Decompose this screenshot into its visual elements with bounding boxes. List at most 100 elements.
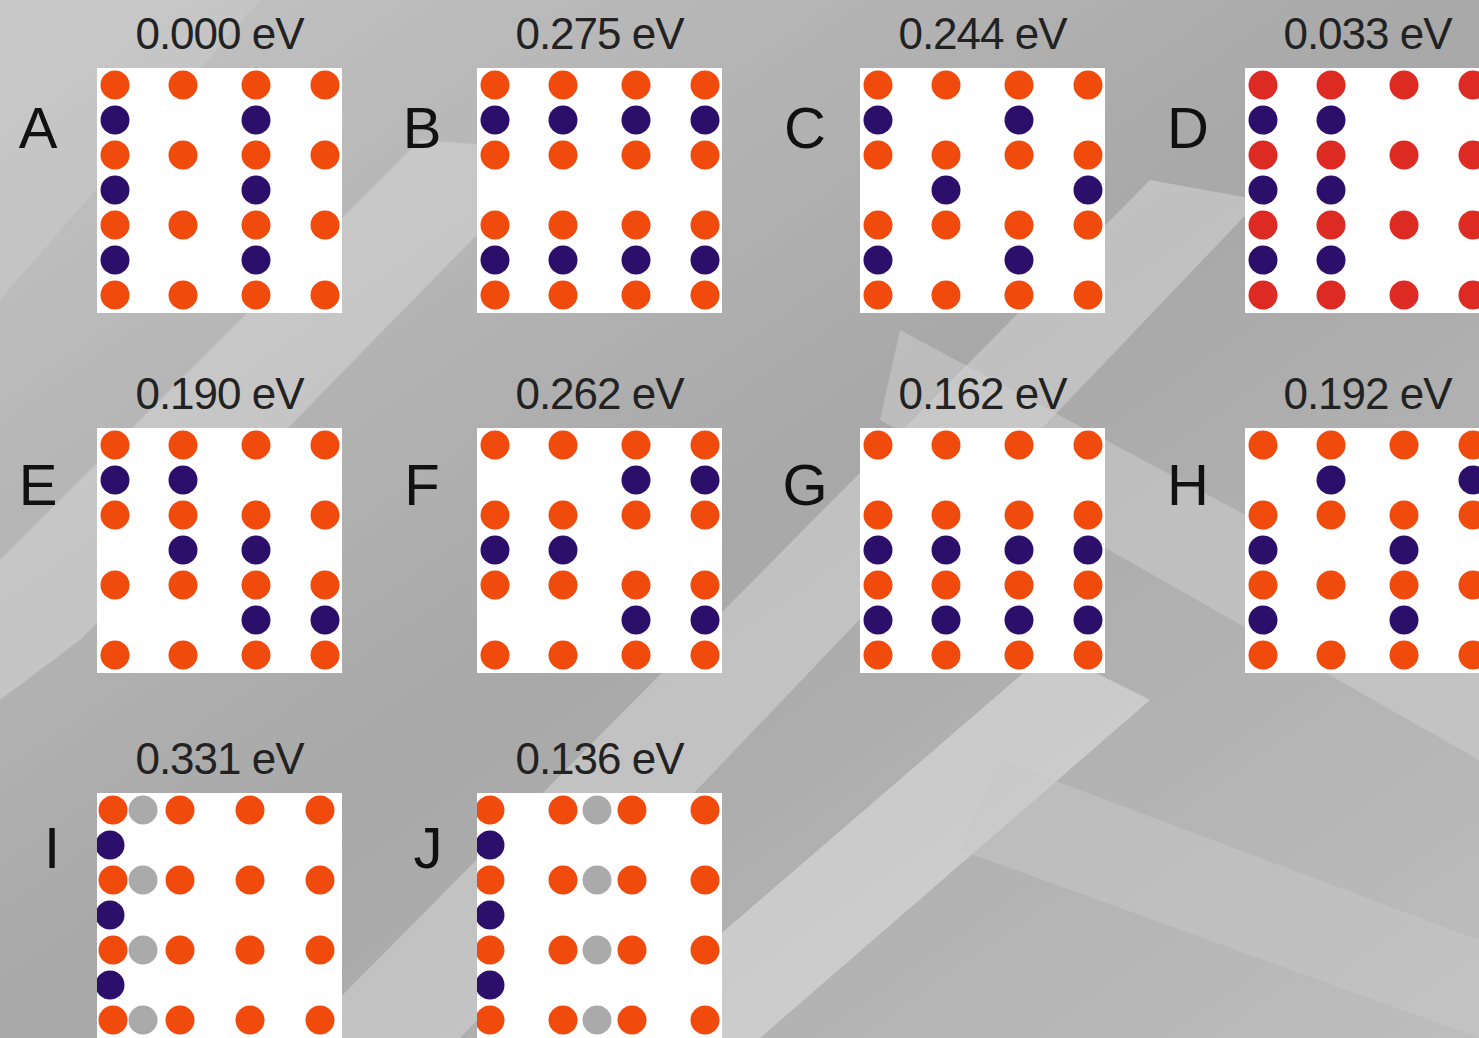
atom-dot [864,281,893,310]
atom-dot [622,106,651,135]
atom-dot [1459,571,1479,600]
atom-dot [1249,606,1278,635]
atom-dot [1005,536,1034,565]
energy-label: 0.162 eV [898,368,1066,420]
atom-dot [691,71,720,100]
atom-dot [1005,501,1034,530]
atom-dot [622,211,651,240]
atom-dot [242,141,271,170]
atom-dot [1249,246,1278,275]
atom-dot [932,176,961,205]
atom-dot [169,71,198,100]
atom-dot [242,281,271,310]
atom-dot [932,571,961,600]
atom-dot [477,971,505,1000]
atom-dot [691,571,720,600]
atom-dot [169,501,198,530]
atom-dot [622,466,651,495]
atom-dot [864,606,893,635]
atom-dot [1249,536,1278,565]
atom-dot [242,246,271,275]
atom-dot [1005,281,1034,310]
atom-dot [1317,176,1346,205]
atom-dot [1074,71,1103,100]
energy-label: 0.190 eV [135,368,303,420]
atom-dot [1074,501,1103,530]
atom-dot [477,831,505,860]
atom-dot [306,936,335,965]
atom-dot [864,571,893,600]
atom-dot [1459,71,1479,100]
atom-dot [691,796,720,825]
atom-dot [618,866,647,895]
atom-dot [583,936,612,965]
atom-dot [691,141,720,170]
atom-dot [583,796,612,825]
atom-dot [1249,176,1278,205]
atom-dot [549,246,578,275]
atom-dot [129,796,158,825]
atom-dot [101,466,130,495]
atom-dot [691,281,720,310]
atom-dot [622,501,651,530]
atom-dot [311,606,340,635]
atom-dot [691,606,720,635]
atom-dot [311,431,340,460]
atom-dot [1317,501,1346,530]
panel-letter: A [19,96,58,160]
atom-dot [242,106,271,135]
atom-dot [169,141,198,170]
atom-dot [932,211,961,240]
atom-dot [1390,606,1419,635]
atom-dot [481,71,510,100]
atom-dot [1249,106,1278,135]
atom-dot [1005,211,1034,240]
atom-dot [306,866,335,895]
atom-dot [549,536,578,565]
atom-dot [242,606,271,635]
atom-dot [1459,466,1479,495]
atom-dot [864,211,893,240]
atom-dot [166,866,195,895]
configuration-panel: 0.331 eV [97,793,342,1038]
atom-dot [618,796,647,825]
atom-dot [1317,246,1346,275]
atom-dot [691,466,720,495]
atom-dot [1249,641,1278,670]
atom-dot [932,141,961,170]
atom-dot [622,606,651,635]
atom-dot [864,71,893,100]
atom-dot [311,501,340,530]
panel-letter: E [19,453,58,517]
atom-dot [481,431,510,460]
atom-dot [129,866,158,895]
atom-dot [481,536,510,565]
atom-dot [1005,606,1034,635]
atom-dot [242,211,271,240]
atom-dot [1317,641,1346,670]
atom-dot [864,106,893,135]
atom-dot [1249,571,1278,600]
atom-dot [1249,501,1278,530]
atom-dot [691,641,720,670]
atom-dot [864,641,893,670]
atom-dot [549,866,578,895]
atom-dot [129,1006,158,1035]
energy-label: 0.000 eV [135,8,303,60]
atom-lattice [860,428,1105,673]
atom-dot [864,246,893,275]
atom-dot [549,106,578,135]
atom-dot [99,866,128,895]
atom-dot [1074,431,1103,460]
atom-dot [1074,641,1103,670]
atom-dot [622,141,651,170]
atom-dot [311,71,340,100]
atom-dot [101,431,130,460]
atom-lattice [860,68,1105,313]
panel-letter: H [1167,453,1209,517]
atom-lattice [1245,68,1479,313]
atom-dot [169,431,198,460]
atom-dot [99,796,128,825]
atom-dot [1074,571,1103,600]
atom-dot [864,536,893,565]
